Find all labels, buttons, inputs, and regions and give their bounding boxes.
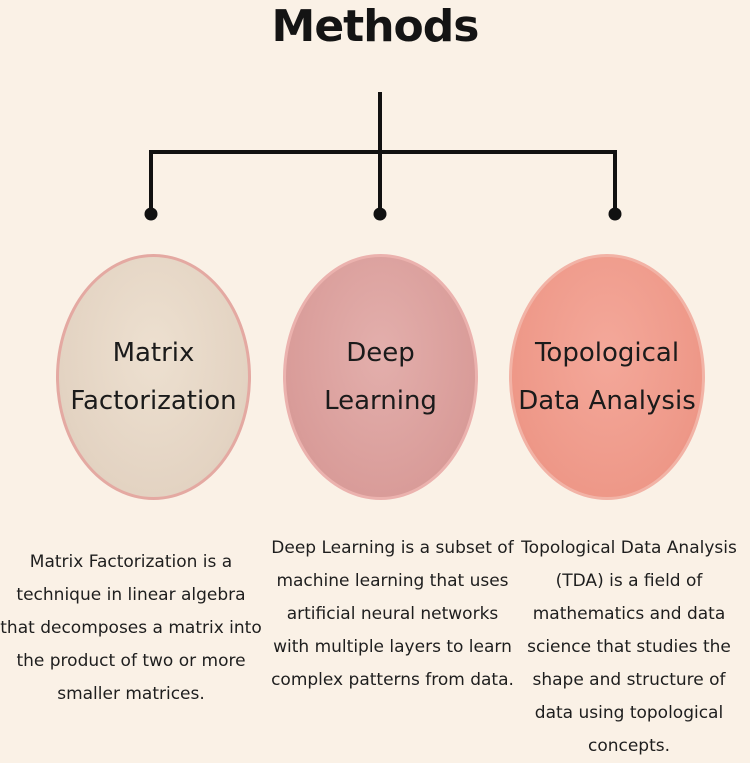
method-node-deep-learning: Deep Learning (283, 254, 478, 500)
description-deep-learning: Deep Learning is a subset of machine lea… (271, 538, 514, 690)
method-label-matrix-factorization: Matrix Factorization (70, 338, 237, 416)
diagram-title: Methods (271, 1, 480, 52)
description-topological-data-analysis: Topological Data Analysis (TDA) is a fie… (521, 538, 737, 756)
method-label-deep-learning: Deep Learning (324, 338, 437, 416)
method-node-matrix-factorization: Matrix Factorization (56, 254, 251, 500)
method-label-topological-data-analysis: Topological Data Analysis (518, 338, 696, 416)
method-node-topological-data-analysis: Topological Data Analysis (509, 254, 705, 500)
description-matrix-factorization: Matrix Factorization is a technique in l… (0, 552, 262, 704)
branch-dot-deep-learning (373, 207, 387, 221)
branch-dot-topological-data-analysis (608, 207, 622, 221)
branch-dot-matrix-factorization (144, 207, 158, 221)
